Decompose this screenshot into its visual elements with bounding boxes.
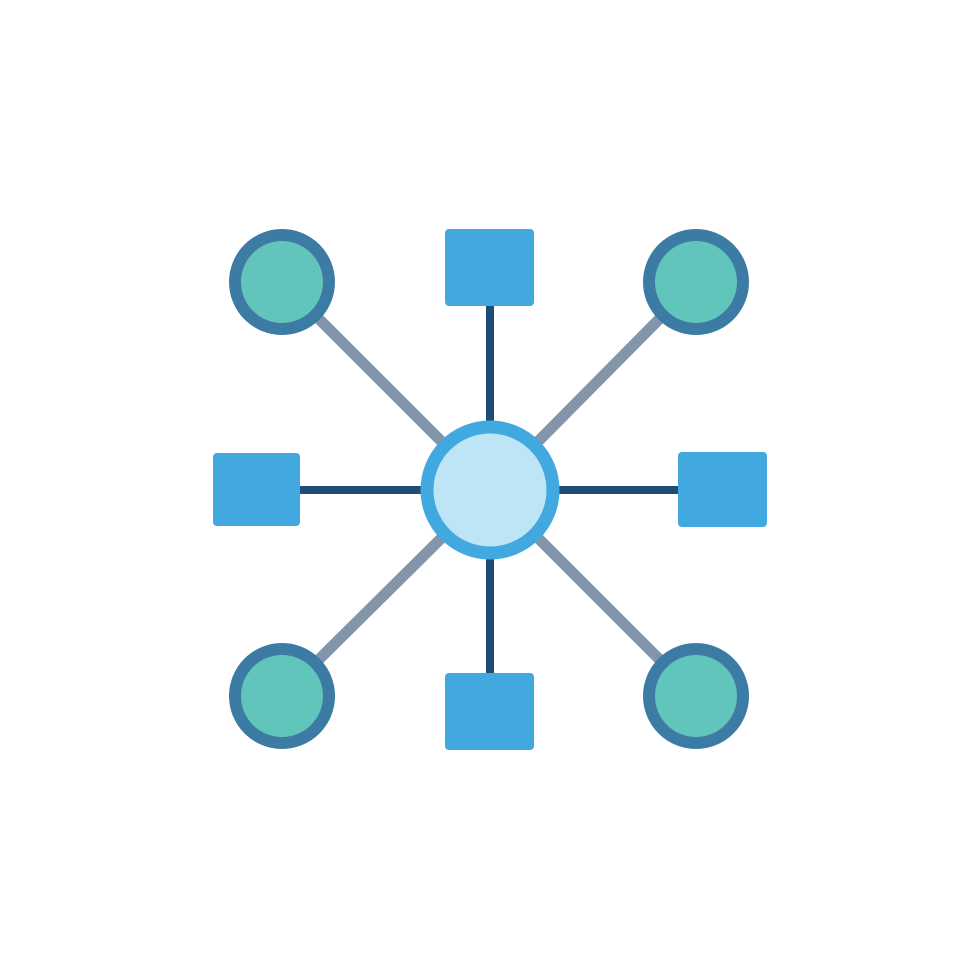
hub-node [420,420,560,560]
square-node-top [445,229,534,306]
circle-node-top-right [643,229,749,335]
square-node-bottom [445,673,534,750]
square-node-right [678,452,767,527]
circle-node-top-left [229,229,335,335]
square-node-left [213,453,300,526]
circle-node-bottom-left [229,643,335,749]
circle-node-bottom-right [643,643,749,749]
